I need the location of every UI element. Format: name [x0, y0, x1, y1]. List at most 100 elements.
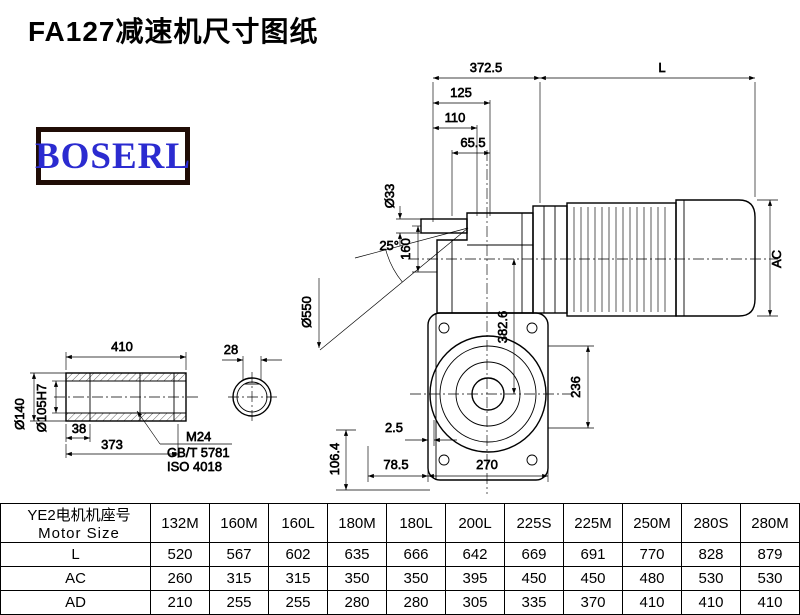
cell: 828 [681, 542, 741, 567]
motor-fan-cowl [675, 199, 756, 317]
svg-text:GB/T 5781: GB/T 5781 [167, 445, 230, 460]
header-motor-size: YE2电机机座号 Motor Size [0, 503, 151, 543]
row-label: AC [0, 566, 151, 591]
brand-logo-text: BOSERL [34, 135, 192, 177]
cell: 350 [386, 566, 446, 591]
svg-text:106.4: 106.4 [327, 443, 342, 476]
cell: 666 [386, 542, 446, 567]
cell: 260 [150, 566, 210, 591]
svg-text:65.5: 65.5 [460, 135, 485, 150]
row-label: L [0, 542, 151, 567]
dim-106-4: 106.4 [327, 429, 430, 491]
svg-text:AC: AC [769, 250, 784, 268]
dim-372-5: 372.5 [432, 60, 541, 222]
dim-AC: AC [757, 199, 784, 317]
cell: 410 [622, 590, 682, 615]
cell: 669 [504, 542, 564, 567]
column-header: 250M [622, 503, 682, 543]
svg-text:38: 38 [72, 421, 86, 436]
dim-125: 125 [433, 85, 491, 216]
technical-drawing: 372.5 L 125 110 65.5 Ø33 [12, 60, 784, 494]
shaft-end-view [232, 377, 272, 417]
column-header: 160M [209, 503, 269, 543]
dim-diameter-550: Ø550 [299, 278, 322, 348]
cell: 350 [327, 566, 387, 591]
dim-410: 410 [65, 339, 187, 370]
svg-text:Ø550: Ø550 [299, 296, 314, 328]
dim-shaft-diameter-33: Ø33 [382, 183, 421, 246]
dim-382-6: 382.6 [495, 259, 517, 394]
dim-angle-25: 25° [319, 227, 469, 351]
cell: 567 [209, 542, 269, 567]
cell: 410 [681, 590, 741, 615]
row-label: AD [0, 590, 151, 615]
svg-text:125: 125 [450, 85, 472, 100]
column-header: 180M [327, 503, 387, 543]
cell: 370 [563, 590, 623, 615]
page-title: FA127减速机尺寸图纸 [28, 16, 319, 47]
svg-text:382.6: 382.6 [495, 311, 510, 344]
dim-2-5: 2.5 [385, 420, 457, 446]
column-header: 132M [150, 503, 210, 543]
cell: 255 [209, 590, 269, 615]
cell: 255 [268, 590, 328, 615]
dim-diameter-140: Ø140 [12, 372, 66, 430]
table-row-AC: AC 260 315 315 350 350 395 450 450 480 5… [0, 566, 800, 591]
motor-cooling-fins [573, 207, 666, 312]
cell: 879 [740, 542, 800, 567]
svg-text:373: 373 [101, 437, 123, 452]
header-motor-size-en: Motor Size [38, 525, 120, 542]
cell: 642 [445, 542, 505, 567]
cell: 520 [150, 542, 210, 567]
dim-373: 373 [65, 424, 179, 458]
svg-text:L: L [658, 60, 665, 75]
table-row-L: L 520 567 602 635 666 642 669 691 770 82… [0, 542, 800, 567]
cell: 395 [445, 566, 505, 591]
motor-side-view [532, 199, 756, 317]
cell: 635 [327, 542, 387, 567]
output-circles [429, 322, 547, 466]
dim-78-5: 78.5 [367, 446, 429, 482]
brand-logo: BOSERL [34, 127, 192, 185]
svg-text:236: 236 [568, 376, 583, 398]
cell: 210 [150, 590, 210, 615]
svg-text:2.5: 2.5 [385, 420, 403, 435]
cell: 602 [268, 542, 328, 567]
cell: 450 [563, 566, 623, 591]
centerlines [54, 150, 778, 494]
svg-text:Ø33: Ø33 [382, 184, 397, 209]
motor-flange [532, 205, 568, 314]
svg-text:Ø140: Ø140 [12, 398, 27, 430]
column-header: 225S [504, 503, 564, 543]
column-header: 200L [445, 503, 505, 543]
cell: 530 [681, 566, 741, 591]
motor-size-table: YE2电机机座号 Motor Size 132M 160M 160L 180M … [0, 503, 800, 615]
cell: 450 [504, 566, 564, 591]
cell: 305 [445, 590, 505, 615]
callout-bolt-M24: M24 GB/T 5781 ISO 4018 [136, 410, 232, 474]
cell: 691 [563, 542, 623, 567]
svg-text:78.5: 78.5 [383, 457, 408, 472]
dim-L: L [540, 60, 756, 197]
cell: 280 [327, 590, 387, 615]
column-header: 225M [563, 503, 623, 543]
cell: 315 [209, 566, 269, 591]
column-header: 160L [268, 503, 328, 543]
dim-diameter-105H7: Ø105H7 [34, 380, 66, 433]
svg-text:410: 410 [111, 339, 133, 354]
svg-text:28: 28 [224, 342, 238, 357]
input-shaft [420, 218, 468, 234]
hollow-shaft-side-view [65, 372, 187, 422]
cell: 315 [268, 566, 328, 591]
cell: 480 [622, 566, 682, 591]
svg-text:Ø105H7: Ø105H7 [34, 384, 49, 432]
motor-body [566, 202, 677, 317]
column-header: 280M [740, 503, 800, 543]
svg-text:160: 160 [398, 238, 413, 260]
cell: 410 [740, 590, 800, 615]
dim-38: 38 [65, 421, 91, 442]
cell: 530 [740, 566, 800, 591]
dim-28: 28 [222, 342, 282, 380]
cell: 335 [504, 590, 564, 615]
dimensions: 372.5 L 125 110 65.5 Ø33 [12, 60, 784, 491]
